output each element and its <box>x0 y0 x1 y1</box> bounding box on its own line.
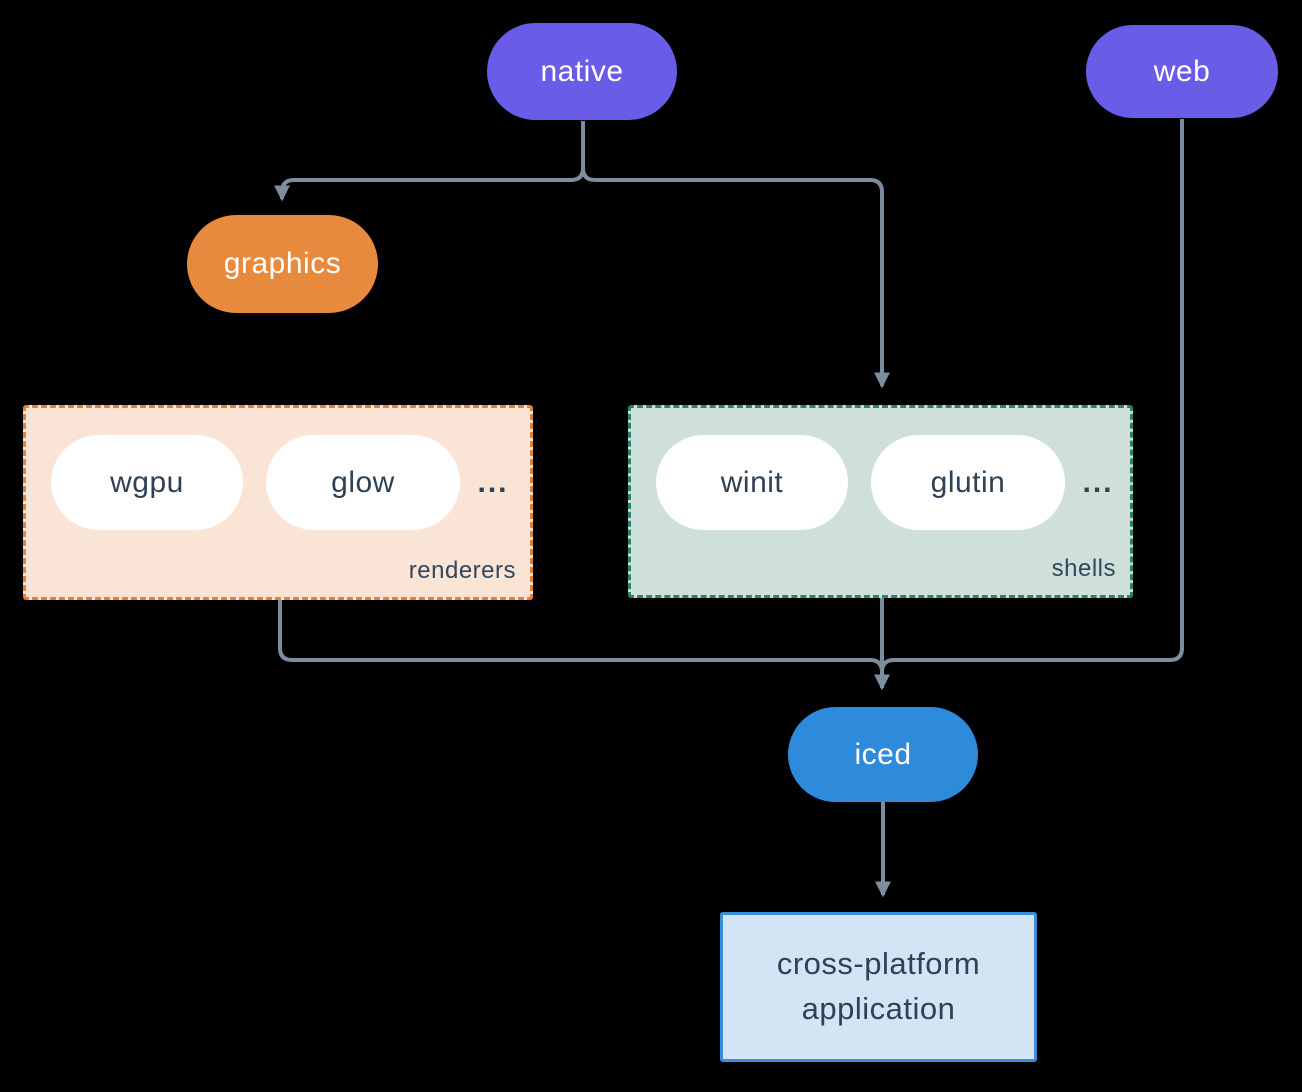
node-cross-platform-application: cross-platform application <box>720 912 1037 1062</box>
node-graphics-label: graphics <box>223 247 342 280</box>
node-graphics: graphics <box>187 215 378 313</box>
renderers-group-label: renderers <box>408 557 516 584</box>
node-wgpu-label: wgpu <box>110 465 184 499</box>
node-glow: glow <box>266 435 460 530</box>
node-web-label: web <box>1153 54 1211 88</box>
node-web: web <box>1086 25 1278 118</box>
node-glutin-label: glutin <box>930 465 1006 499</box>
node-winit-label: winit <box>720 465 784 499</box>
renderers-ellipsis: ... <box>477 465 509 499</box>
group-renderers: wgpu glow ... renderers <box>23 405 533 600</box>
node-glow-label: glow <box>331 465 395 499</box>
node-iced-label: iced <box>854 737 912 771</box>
edge-renderers-to-merge <box>278 596 884 673</box>
node-winit: winit <box>656 435 848 530</box>
node-native-label: native <box>540 54 624 88</box>
edge-native-to-shells <box>581 121 890 389</box>
node-glutin: glutin <box>871 435 1065 530</box>
node-iced: iced <box>788 707 978 802</box>
edge-native-to-graphics <box>274 121 585 202</box>
group-shells: winit glutin ... shells <box>628 405 1133 598</box>
shells-ellipsis: ... <box>1082 465 1114 499</box>
node-wgpu: wgpu <box>51 435 243 530</box>
node-cross-platform-application-label: cross-platform application <box>776 946 981 1026</box>
shells-group-label: shells <box>1051 555 1116 582</box>
node-native: native <box>487 23 677 120</box>
